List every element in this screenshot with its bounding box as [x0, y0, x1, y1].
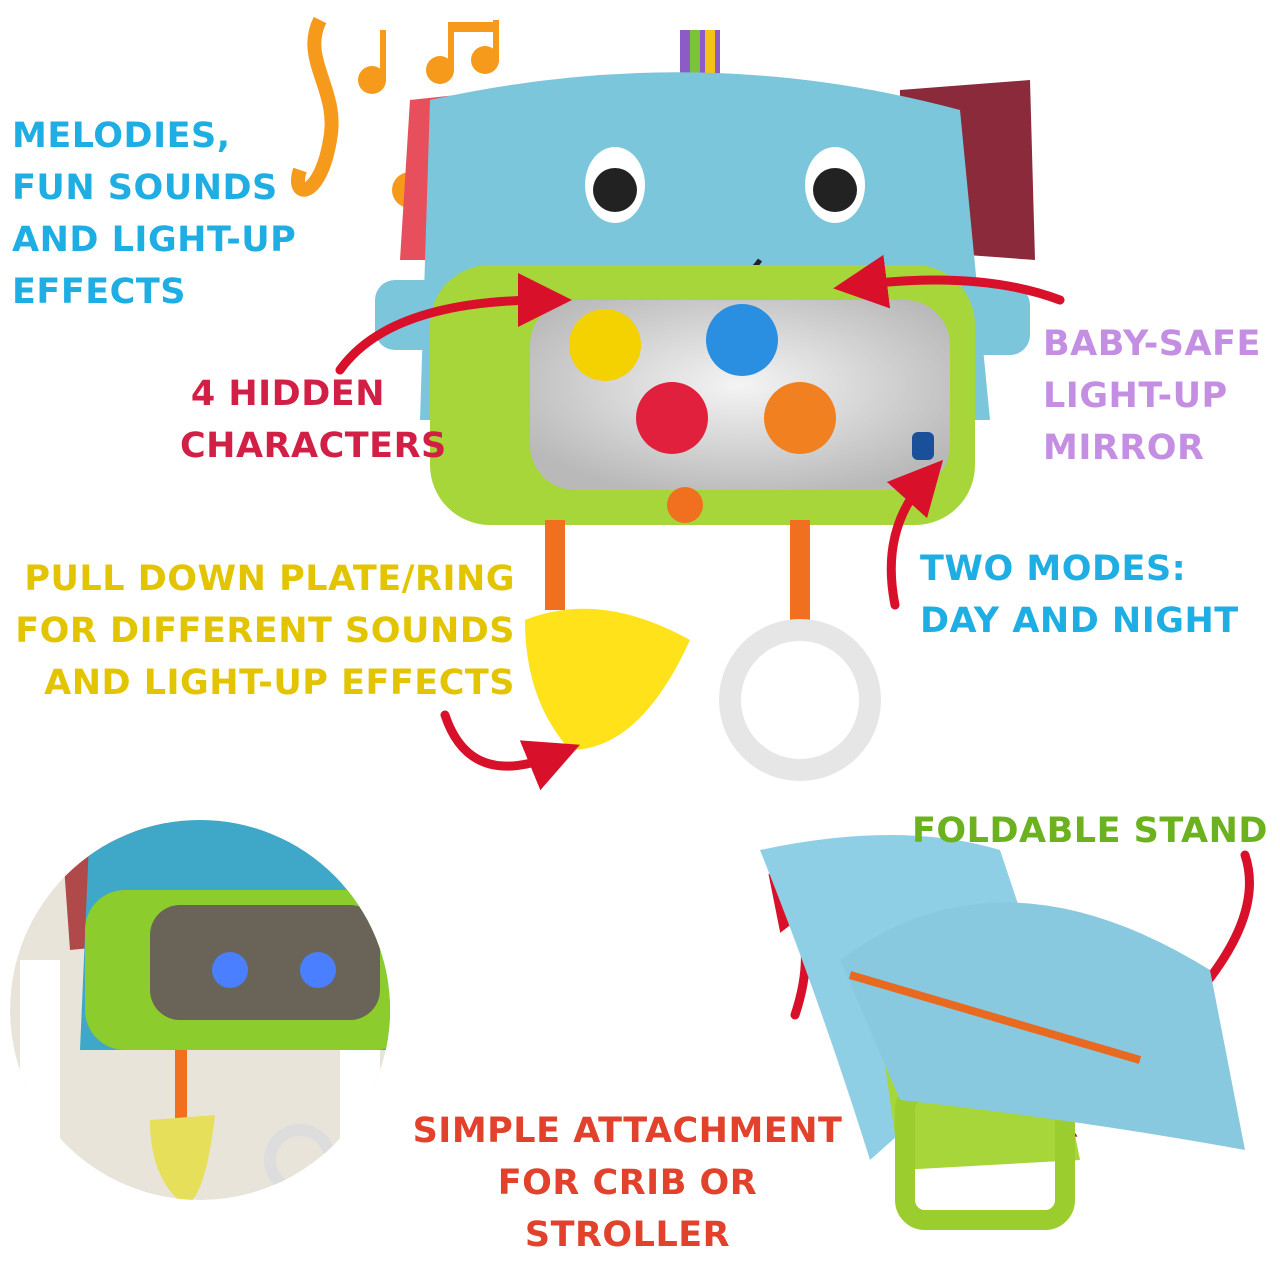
stand-view	[760, 835, 1245, 1230]
caption-attachment: SIMPLE ATTACHMENT FOR CRIB OR STROLLER	[412, 1111, 843, 1255]
caption-hidden-characters: 4 HIDDEN CHARACTERS	[180, 374, 447, 466]
caption-mirror: BABY-SAFE LIGHT-UP MIRROR	[1043, 324, 1261, 468]
caption-melodies: MELODIES, FUN SOUNDS AND LIGHT-UP EFFECT…	[12, 116, 297, 312]
crib-photo	[10, 820, 390, 1200]
elephant-toy	[375, 30, 1035, 781]
teether-plate	[525, 608, 690, 750]
caption-two-modes: TWO MODES: DAY AND NIGHT	[920, 549, 1239, 641]
caption-foldable-stand: FOLDABLE STAND	[912, 811, 1268, 851]
caption-pull-down: PULL DOWN PLATE/RING FOR DIFFERENT SOUND…	[15, 559, 515, 703]
rattle-ring	[719, 619, 881, 781]
